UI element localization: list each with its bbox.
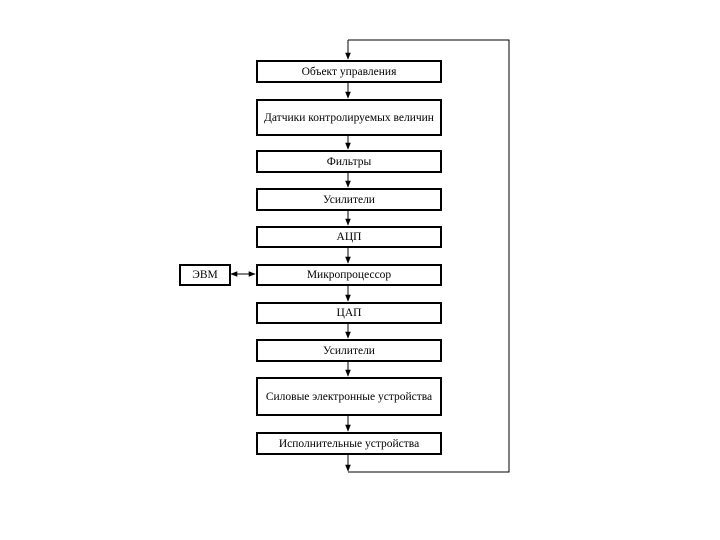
block-object: Объект управления — [256, 60, 442, 83]
block-dac: ЦАП — [256, 302, 442, 324]
block-amplifiers-input: Усилители — [256, 188, 442, 211]
block-adc: АЦП — [256, 226, 442, 248]
feedback-loop-line — [348, 39, 510, 473]
block-sensors: Датчики контролируемых величин — [256, 99, 442, 136]
block-amplifiers-output: Усилители — [256, 339, 442, 362]
block-filters: Фильтры — [256, 150, 442, 173]
block-power-electronics: Силовые электронные устройства — [256, 377, 442, 416]
block-actuators: Исполнительные устройства — [256, 432, 442, 455]
block-microprocessor: Микропроцессор — [256, 264, 442, 286]
block-computer: ЭВМ — [179, 264, 231, 286]
